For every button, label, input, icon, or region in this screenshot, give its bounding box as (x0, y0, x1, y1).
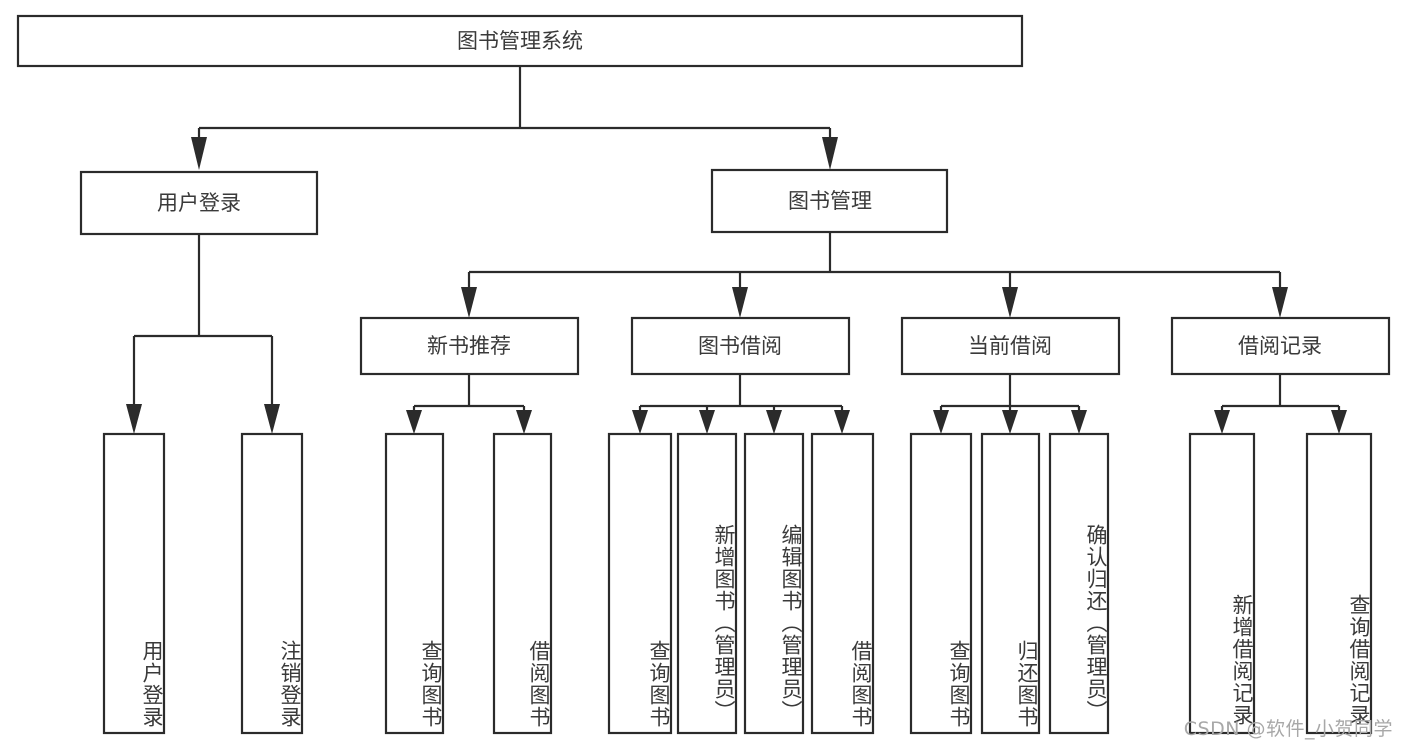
node-borrow-record-label: 借阅记录 (1238, 334, 1322, 358)
arrow-head-icon (766, 410, 782, 434)
leaf-box-add-borrow-record[interactable] (1188, 432, 1256, 735)
node-current-borrow[interactable] (900, 316, 1121, 376)
connector-group-book-management (461, 232, 1288, 318)
node-book-management-label: 图书管理 (788, 189, 872, 213)
arrow-head-icon (1214, 410, 1230, 434)
arrow-head-icon (933, 410, 949, 434)
leaf-box-query-borrow-record[interactable] (1305, 432, 1373, 735)
arrow-head-icon (1071, 410, 1087, 434)
node-book-borrow-label: 图书借阅 (698, 334, 782, 358)
arrow-head-icon (732, 287, 748, 318)
leaf-box-user-login[interactable] (102, 432, 166, 735)
leaf-box-borrow-book-2[interactable] (810, 432, 875, 735)
node-root[interactable] (16, 14, 1024, 68)
leaf-box-confirm-return-admin[interactable] (1048, 432, 1110, 735)
leaf-box-query-book-3[interactable] (909, 432, 973, 735)
arrow-head-icon (191, 137, 207, 170)
node-new-book-recommend[interactable] (359, 316, 580, 376)
node-book-management[interactable] (710, 168, 949, 234)
leaf-box-query-book-1[interactable] (384, 432, 445, 735)
leaf-box-add-book-admin[interactable] (676, 432, 738, 735)
leaf-box-logout[interactable] (240, 432, 304, 735)
node-user-login[interactable] (79, 170, 319, 236)
arrow-head-icon (632, 410, 648, 434)
node-current-borrow-label: 当前借阅 (968, 334, 1052, 358)
arrow-head-icon (1002, 410, 1018, 434)
connector-group-borrow-record (1214, 374, 1347, 434)
arrow-head-icon (1272, 287, 1288, 318)
node-user-login-label: 用户登录 (157, 191, 241, 215)
connector-group-current-borrow (933, 374, 1087, 434)
arrow-head-icon (1331, 410, 1347, 434)
node-book-borrow[interactable] (630, 316, 851, 376)
leaf-box-borrow-book-1[interactable] (492, 432, 553, 735)
leaf-box-edit-book-admin[interactable] (743, 432, 805, 735)
node-new-book-recommend-label: 新书推荐 (427, 334, 511, 358)
connector-group-root (191, 66, 838, 170)
csdn-watermark: CSDN @软件_小贺同学 (1183, 718, 1393, 740)
leaf-box-query-book-2[interactable] (607, 432, 673, 735)
arrow-head-icon (516, 410, 532, 434)
leaf-box-return-book[interactable] (980, 432, 1041, 735)
connector-group-new-book (406, 374, 532, 434)
arrow-head-icon (461, 287, 477, 318)
node-root-label: 图书管理系统 (457, 29, 583, 53)
arrow-head-icon (822, 137, 838, 170)
arrow-head-icon (406, 410, 422, 434)
arrow-head-icon (126, 404, 142, 434)
arrow-head-icon (699, 410, 715, 434)
arrow-head-icon (834, 410, 850, 434)
connector-group-book-borrow (632, 374, 850, 434)
node-borrow-record[interactable] (1170, 316, 1391, 376)
connector-group-user-login (126, 234, 280, 434)
arrow-head-icon (264, 404, 280, 434)
arrow-head-icon (1002, 287, 1018, 318)
